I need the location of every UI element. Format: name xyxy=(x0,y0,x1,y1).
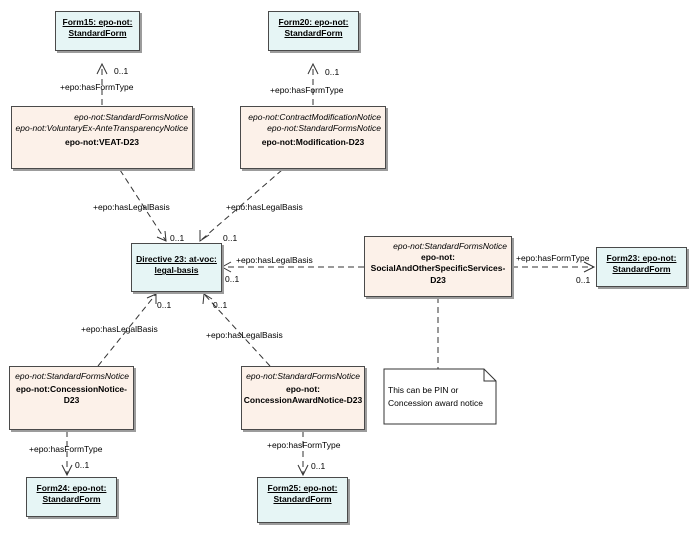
note-fold xyxy=(483,369,496,382)
node-form15-line2: StandardForm xyxy=(68,28,127,39)
note-line-1: This can be PIN or xyxy=(388,385,459,395)
arrowhead-directive-veat xyxy=(156,230,167,242)
node-form15-line1: Form15: epo-not: xyxy=(62,17,133,27)
node-directive-line1: Directive 23: at-voc: xyxy=(136,254,217,264)
label-mult-form24: 0..1 xyxy=(75,460,90,470)
node-social-name-1: epo-not: xyxy=(421,252,455,263)
node-social-name-2: SocialAndOtherSpecificServices- xyxy=(370,263,506,274)
node-form23-line2: StandardForm xyxy=(612,264,671,275)
edge-veat-directive xyxy=(119,169,167,242)
label-mult-form23: 0..1 xyxy=(576,275,591,285)
node-veat[interactable]: epo-not:StandardFormsNotice epo-not:Volu… xyxy=(11,106,193,169)
arrowhead-form23 xyxy=(583,261,596,273)
label-mult-form15: 0..1 xyxy=(114,66,129,76)
arrowhead-form15 xyxy=(96,62,108,75)
node-veat-stereotype-1: epo-not:StandardFormsNotice xyxy=(74,112,188,122)
node-form24[interactable]: Form24: epo-not: StandardForm xyxy=(26,477,117,517)
label-haslegalbasis-social: +epo:hasLegalBasis xyxy=(236,255,313,265)
node-social[interactable]: epo-not:StandardFormsNotice epo-not: Soc… xyxy=(364,236,512,297)
label-mult-directive-modification: 0..1 xyxy=(223,233,238,243)
label-hasformtype-veat: +epo:hasFormType xyxy=(60,82,134,92)
node-directive-line2: legal-basis xyxy=(154,265,199,276)
node-concession-name-1: epo-not:ConcessionNotice- xyxy=(16,384,127,395)
label-haslegalbasis-veat: +epo:hasLegalBasis xyxy=(93,202,170,212)
label-mult-directive-veat: 0..1 xyxy=(170,233,185,243)
label-mult-form25: 0..1 xyxy=(311,461,326,471)
node-modification-stereotype-1: epo-not:ContractModificationNotice xyxy=(248,112,381,122)
node-concession-stereotype-1: epo-not:StandardFormsNotice xyxy=(15,371,129,381)
label-hasformtype-award: +epo:hasFormType xyxy=(267,440,341,450)
node-form25-line1: Form25: epo-not: xyxy=(267,483,338,493)
node-form23[interactable]: Form23: epo-not: StandardForm xyxy=(596,247,687,287)
node-concession-name-2: D23 xyxy=(63,395,80,406)
node-concession-notice[interactable]: epo-not:StandardFormsNotice epo-not:Conc… xyxy=(9,366,134,430)
arrowhead-directive-concession xyxy=(146,293,157,304)
node-veat-name: epo-not:VEAT-D23 xyxy=(65,137,139,148)
label-mult-form20: 0..1 xyxy=(325,67,340,77)
note-shape xyxy=(383,368,497,425)
label-hasformtype-concession: +epo:hasFormType xyxy=(29,444,103,454)
edge-concession-directive xyxy=(97,293,157,367)
note-line-2: Concession award notice xyxy=(388,398,483,409)
arrowhead-directive-modification xyxy=(199,230,210,242)
arrowhead-directive-social xyxy=(220,261,232,273)
node-modification-stereotype-2: epo-not:StandardFormsNotice xyxy=(267,123,381,134)
node-form15[interactable]: Form15: epo-not: StandardForm xyxy=(55,11,140,51)
note-text: This can be PIN or Concession award noti… xyxy=(388,384,483,410)
label-mult-directive-award: 0..1 xyxy=(213,300,228,310)
node-directive[interactable]: Directive 23: at-voc: legal-basis xyxy=(131,243,222,292)
label-mult-directive-social: 0..1 xyxy=(225,274,240,284)
node-form25[interactable]: Form25: epo-not: StandardForm xyxy=(257,477,348,523)
node-form20-line1: Form20: epo-not: xyxy=(278,17,349,27)
edge-modification-directive xyxy=(199,169,283,242)
node-award-name-1: epo-not: xyxy=(286,384,320,395)
arrowhead-directive-award xyxy=(202,293,213,305)
label-mult-directive-concession: 0..1 xyxy=(157,300,172,310)
node-modification-name: epo-not:Modification-D23 xyxy=(261,137,365,148)
arrowhead-form20 xyxy=(307,62,319,75)
label-hasformtype-modification: +epo:hasFormType xyxy=(270,85,344,95)
label-haslegalbasis-concession: +epo:hasLegalBasis xyxy=(81,324,158,334)
node-form20[interactable]: Form20: epo-not: StandardForm xyxy=(268,11,359,51)
node-social-stereotype-1: epo-not:StandardFormsNotice xyxy=(393,241,507,251)
node-form20-line2: StandardForm xyxy=(284,28,343,39)
arrowhead-form25 xyxy=(297,464,309,477)
label-haslegalbasis-modification: +epo:hasLegalBasis xyxy=(226,202,303,212)
node-modification[interactable]: epo-not:ContractModificationNotice epo-n… xyxy=(240,106,386,169)
node-social-name-3: D23 xyxy=(430,274,446,285)
label-hasformtype-social: +epo:hasFormType xyxy=(516,253,590,263)
node-form24-line1: Form24: epo-not: xyxy=(36,483,107,493)
node-form24-line2: StandardForm xyxy=(42,494,101,505)
node-veat-stereotype-2: epo-not:VoluntaryEx-AnteTransparencyNoti… xyxy=(15,123,188,134)
node-concession-award[interactable]: epo-not:StandardFormsNotice epo-not: Con… xyxy=(241,366,365,430)
edge-award-directive xyxy=(203,293,271,367)
node-form25-line2: StandardForm xyxy=(273,494,332,505)
node-award-stereotype-1: epo-not:StandardFormsNotice xyxy=(246,371,360,381)
label-haslegalbasis-award: +epo:hasLegalBasis xyxy=(206,330,283,340)
arrowhead-form24 xyxy=(61,464,73,477)
node-award-name-2: ConcessionAwardNotice-D23 xyxy=(243,395,363,406)
node-form23-line1: Form23: epo-not: xyxy=(606,253,677,263)
